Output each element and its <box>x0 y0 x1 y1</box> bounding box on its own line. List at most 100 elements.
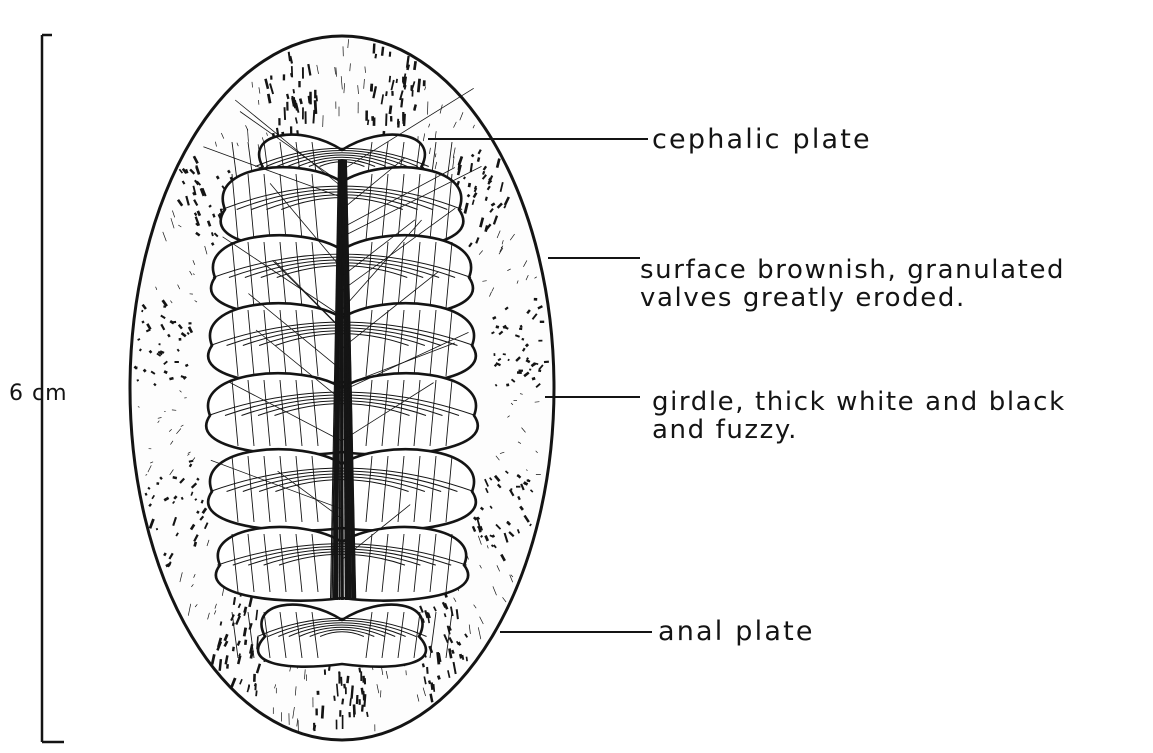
fuzz-stroke <box>164 371 167 373</box>
fuzz-stroke <box>374 44 375 54</box>
fuzz-stroke <box>209 205 210 207</box>
fuzz-stroke <box>174 496 176 499</box>
fuzz-stroke <box>314 725 315 730</box>
fuzz-stroke <box>522 339 524 340</box>
fuzz-stroke <box>449 649 451 659</box>
fuzz-stroke <box>390 76 391 82</box>
fuzz-stroke <box>138 339 140 340</box>
fuzz-stroke <box>339 671 340 680</box>
fuzz-stroke <box>462 655 463 660</box>
fuzz-stroke <box>189 461 193 462</box>
fuzz-stroke <box>212 243 213 245</box>
fuzz-stroke <box>352 686 353 699</box>
fuzz-stroke <box>337 684 338 697</box>
fuzz-stroke <box>197 478 198 480</box>
valves <box>203 88 481 666</box>
fuzz-stroke <box>149 504 151 506</box>
fuzz-stroke <box>468 195 470 197</box>
fuzz-stroke <box>414 61 415 70</box>
fuzz-stroke <box>496 327 499 328</box>
fuzz-stroke <box>195 542 196 547</box>
fuzz-stroke <box>197 511 198 513</box>
fuzz-stroke <box>432 683 433 690</box>
fuzz-stroke <box>506 385 509 386</box>
fuzz-stroke <box>480 526 481 530</box>
fuzz-stroke <box>504 205 505 208</box>
fuzz-stroke <box>472 155 474 157</box>
fuzz-stroke <box>538 371 541 372</box>
fuzz-stroke <box>483 171 484 174</box>
fuzz-stroke <box>168 334 170 337</box>
fuzz-stroke <box>375 54 376 58</box>
fuzz-stroke <box>187 333 189 335</box>
fuzz-stroke <box>418 79 419 92</box>
fuzz-stroke <box>467 657 468 662</box>
fuzz-stroke <box>492 332 495 334</box>
fuzz-stroke <box>256 610 257 620</box>
fuzz-stroke <box>438 676 439 680</box>
fuzz-stroke <box>148 488 149 490</box>
fuzz-stroke <box>434 684 435 692</box>
label-anal-plate: anal plate <box>658 618 815 646</box>
fuzz-stroke <box>195 499 197 501</box>
fuzz-stroke <box>142 321 143 323</box>
fuzz-stroke <box>367 712 368 717</box>
fuzz-stroke <box>145 494 147 495</box>
fuzz-stroke <box>134 367 136 369</box>
fuzz-stroke <box>518 496 520 499</box>
fuzz-stroke <box>427 667 428 674</box>
fuzz-stroke <box>268 94 270 103</box>
fuzz-stroke <box>322 706 323 719</box>
fuzz-stroke <box>495 365 497 366</box>
fuzz-stroke <box>404 114 405 126</box>
fuzz-stroke <box>520 326 522 327</box>
fuzz-stroke <box>527 358 529 359</box>
fuzz-stroke <box>347 676 348 683</box>
fuzz-stroke <box>524 483 528 485</box>
fuzz-stroke <box>221 622 222 626</box>
fuzz-stroke <box>137 380 139 381</box>
fuzz-stroke <box>300 99 301 104</box>
fuzz-stroke <box>486 197 487 201</box>
label-line: valves greatly eroded. <box>640 284 1065 312</box>
fuzz-stroke <box>493 317 496 319</box>
label-line: girdle, thick white and black <box>652 388 1066 416</box>
fuzz-stroke <box>452 650 453 654</box>
fuzz-stroke <box>315 100 316 114</box>
fuzz-stroke <box>530 525 531 526</box>
fuzz-stroke <box>287 94 288 99</box>
fuzz-stroke <box>181 498 183 499</box>
fuzz-stroke <box>492 545 494 546</box>
fuzz-stroke <box>202 500 203 503</box>
fuzz-stroke <box>471 163 472 172</box>
fuzz-stroke <box>431 694 433 703</box>
fuzz-stroke <box>382 47 383 56</box>
fuzz-stroke <box>291 73 292 77</box>
fuzz-stroke <box>357 695 358 704</box>
label-girdle: girdle, thick white and black and fuzzy. <box>652 388 1066 444</box>
fuzz-stroke <box>144 370 146 372</box>
fuzz-stroke <box>212 232 213 236</box>
fuzz-stroke <box>344 684 345 689</box>
fuzz-stroke <box>293 89 294 93</box>
fuzz-stroke <box>150 351 152 353</box>
fuzz-stroke <box>481 508 484 510</box>
fuzz-stroke <box>226 655 228 664</box>
fuzz-stroke <box>195 213 197 216</box>
fuzz-stroke <box>334 696 335 701</box>
fuzz-stroke <box>390 106 391 115</box>
fuzz-stroke <box>190 464 192 467</box>
fuzz-stroke <box>460 654 461 658</box>
label-line: and fuzzy. <box>652 416 1066 444</box>
fuzz-stroke <box>177 349 179 351</box>
fuzz-stroke <box>220 659 221 671</box>
fuzz-stroke <box>252 82 253 88</box>
label-cephalic-plate: cephalic plate <box>652 126 872 154</box>
fuzz-stroke <box>244 628 246 637</box>
fuzz-stroke <box>251 651 253 659</box>
fuzz-stroke <box>495 385 496 386</box>
fuzz-stroke <box>491 203 494 205</box>
label-line: cephalic plate <box>652 126 872 154</box>
